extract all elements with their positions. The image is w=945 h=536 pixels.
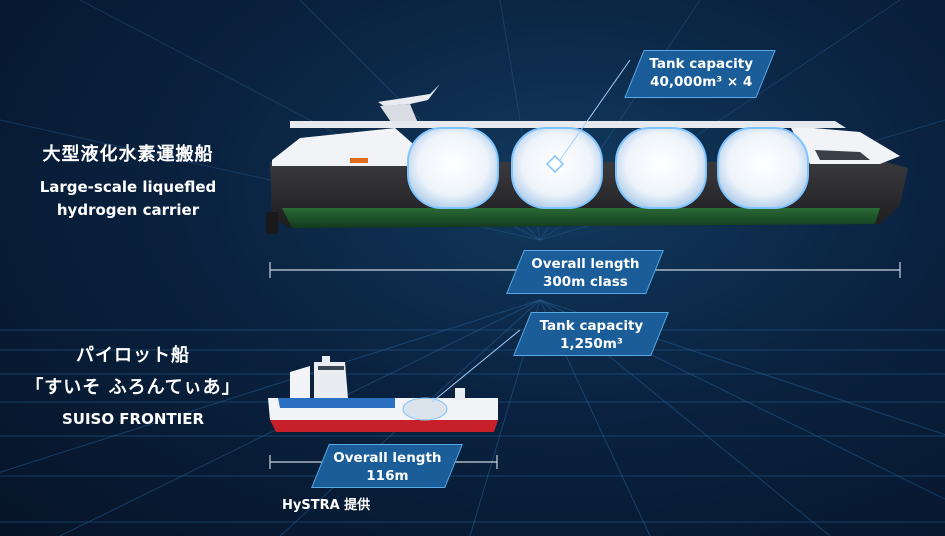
large-tank-group (407, 127, 809, 209)
large-ship-name-jp: 大型液化水素運搬船 (42, 144, 214, 165)
large-tank-capacity-value: 40,000m³ × 4 (650, 74, 753, 90)
pilot-tank-pointer (431, 329, 521, 403)
pilot-ship-name-jp-line2: 「すいそ ふろんてぃあ」 (25, 377, 241, 398)
pilot-tank-capacity-tag: Tank capacity 1,250m³ (513, 312, 669, 356)
large-tank-capacity-tag: Tank capacity 40,000m³ × 4 (624, 50, 776, 98)
large-ship-name-en-line2: hydrogen carrier (56, 201, 200, 219)
image-credit: HySTRA 提供 (282, 498, 371, 513)
large-overall-length-tag: Overall length 300m class (506, 250, 664, 294)
pilot-overall-length-title: Overall length (333, 450, 442, 466)
large-overall-length-value: 300m class (543, 274, 628, 290)
pilot-ship-name-jp-line1: パイロット船 (76, 345, 190, 366)
pilot-tank-capacity-title: Tank capacity (539, 318, 644, 334)
pilot-ship-name-en: SUISO FRONTIER (61, 410, 205, 428)
large-overall-length-title: Overall length (531, 256, 640, 272)
pilot-overall-length-tag: Overall length 116m (311, 444, 463, 488)
large-carrier-ship (266, 84, 908, 234)
pilot-ship-name-jp: パイロット船 「すいそ ふろんてぃあ」 (8, 340, 258, 404)
large-tank-pointer (559, 59, 631, 161)
pilot-tank (402, 397, 448, 421)
pilot-ship (268, 356, 498, 432)
large-ship-name-en: Large-scale liquefled hydrogen carrier (18, 176, 238, 222)
large-tank-capacity-title: Tank capacity (649, 56, 754, 72)
pilot-tank-capacity-value: 1,250m³ (560, 336, 623, 352)
pilot-overall-length-value: 116m (366, 468, 409, 484)
large-ship-name-en-line1: Large-scale liquefled (39, 178, 217, 196)
